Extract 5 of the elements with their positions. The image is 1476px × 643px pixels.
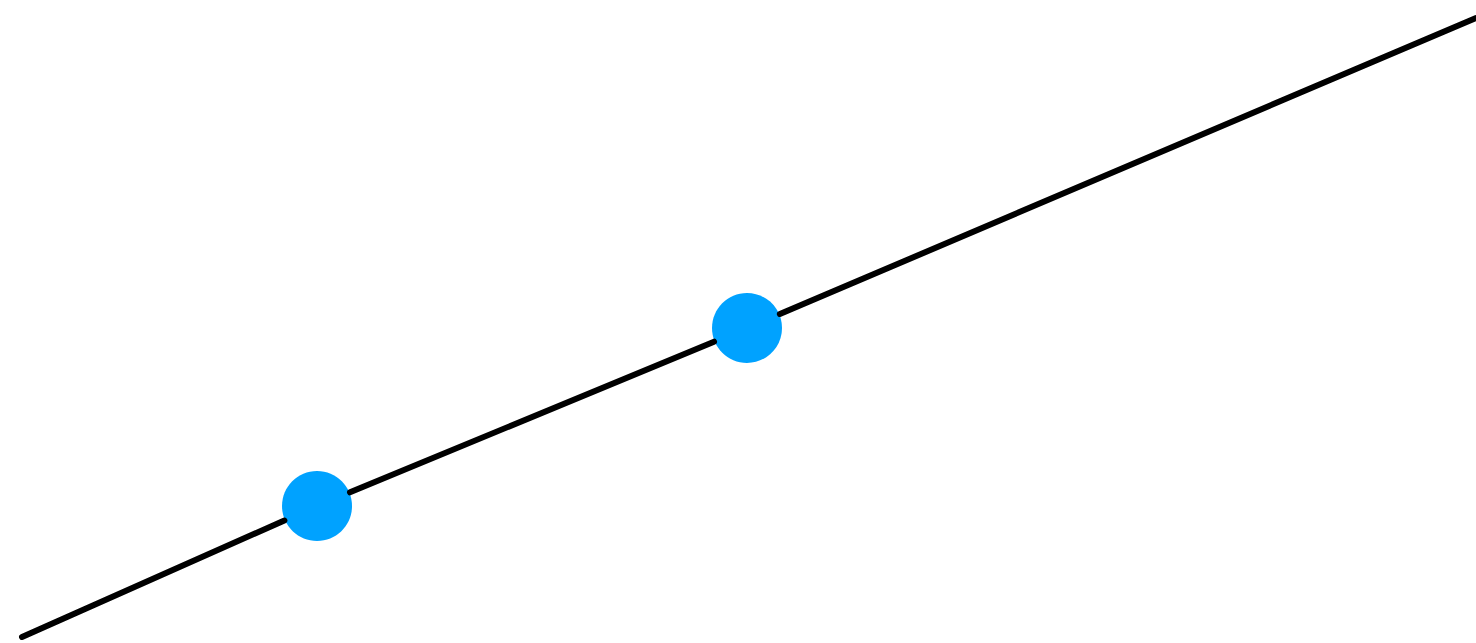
- line: [19, 517, 288, 640]
- dot-marker: [282, 471, 352, 541]
- dot-marker: [712, 293, 782, 363]
- line: [347, 338, 717, 496]
- line: [776, 15, 1476, 317]
